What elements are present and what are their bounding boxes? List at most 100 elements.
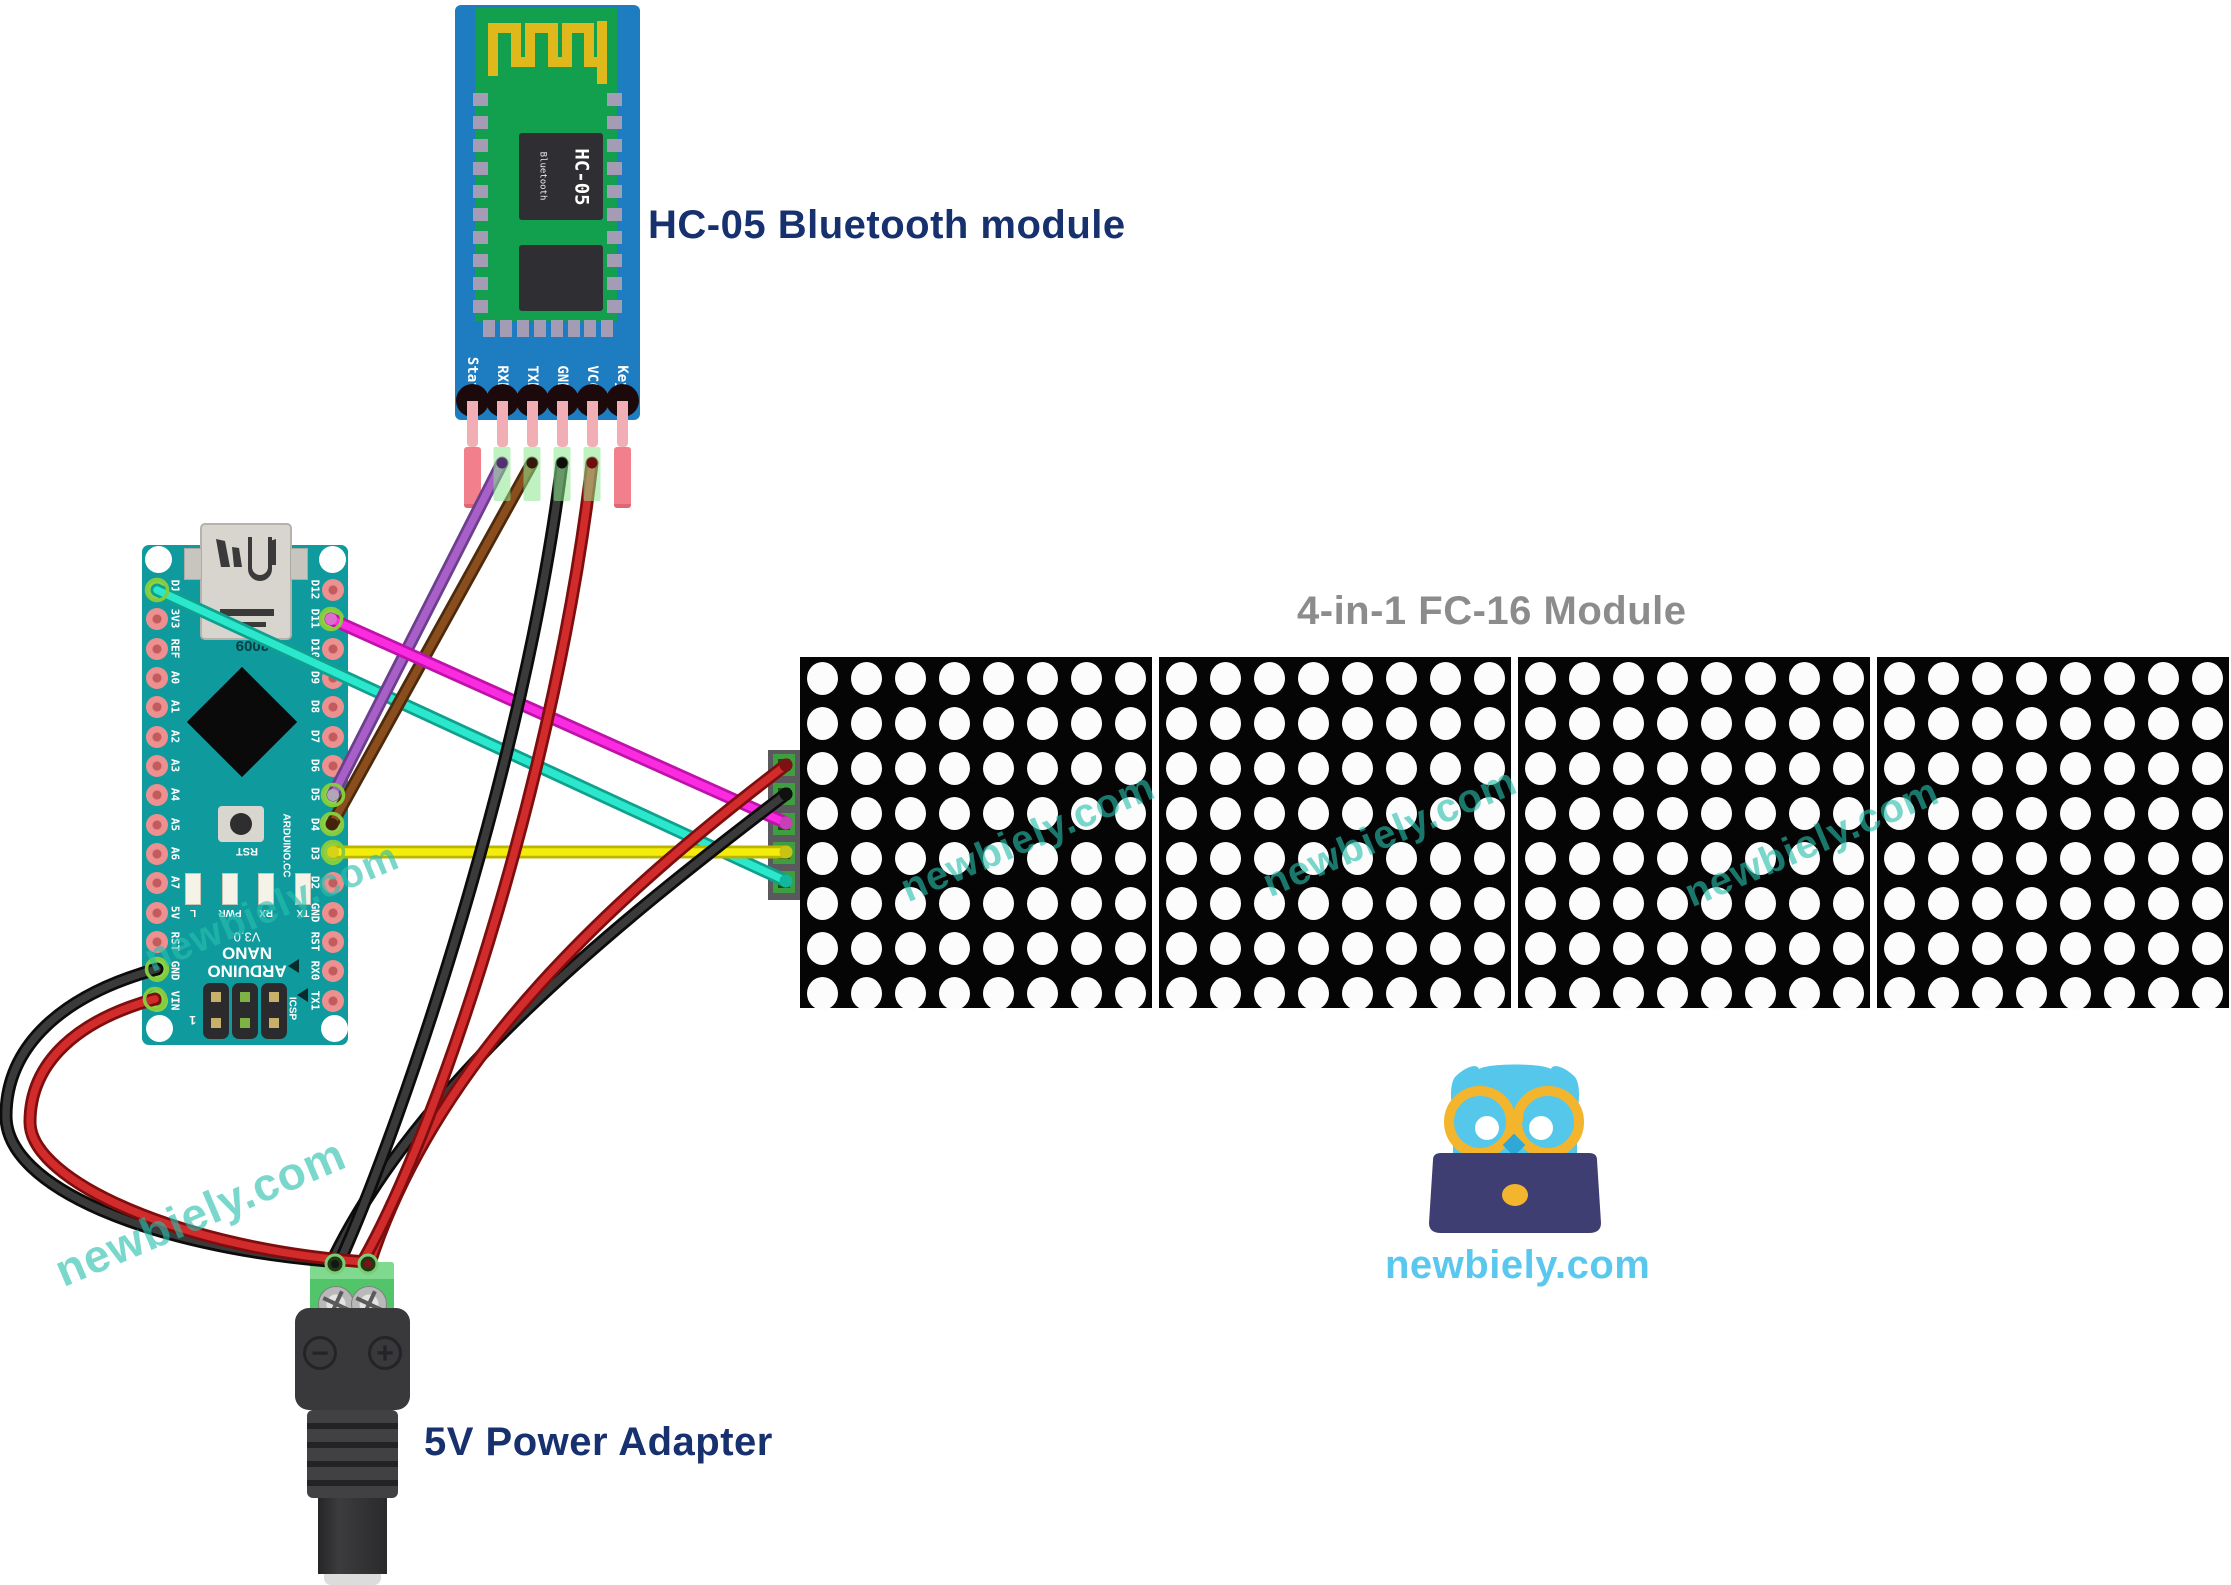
led-dot [1297, 661, 1329, 695]
led-dot [938, 706, 970, 740]
led-dot [1700, 976, 1732, 1010]
led-dot [1209, 706, 1241, 740]
led-dot [1070, 841, 1102, 875]
nano-pin-a2 [146, 725, 168, 748]
wire-mx-gnd [327, 787, 793, 1264]
led-dot [1070, 931, 1102, 965]
led-dot [1253, 751, 1285, 785]
led-dot [1165, 841, 1197, 875]
led-dot [2103, 706, 2135, 740]
led-dot [1568, 886, 1600, 920]
led-dot [1832, 706, 1864, 740]
led-dot [2015, 976, 2047, 1010]
connector-pin [773, 841, 795, 864]
pin-header-stub [613, 447, 631, 508]
led-dot [2103, 886, 2135, 920]
led-dot [1209, 841, 1241, 875]
led-dot [1209, 931, 1241, 965]
pin-leg [556, 401, 568, 447]
led-dot [1656, 706, 1688, 740]
usb-contacts-icon [216, 537, 276, 627]
led-dot [1927, 841, 1959, 875]
led-dot [2147, 661, 2179, 695]
led-dot [1744, 886, 1776, 920]
solder-pad [607, 277, 622, 290]
led-dot [806, 796, 838, 830]
connector-pin [773, 812, 795, 835]
nano-pin-d4 [322, 813, 344, 836]
led-dot [1473, 976, 1505, 1010]
led-dot [1341, 841, 1373, 875]
led-dot [1070, 751, 1102, 785]
reset-label: RST [236, 845, 258, 857]
led-dot [894, 751, 926, 785]
led-dot [1788, 796, 1820, 830]
led-dot [850, 976, 882, 1010]
led-dot [982, 706, 1014, 740]
nano-pin-d7 [322, 725, 344, 748]
led-dot [2015, 796, 2047, 830]
reset-button [218, 806, 264, 842]
led-dot [982, 976, 1014, 1010]
hc05-chip: HC-05 Bluetooth [519, 133, 603, 220]
nano-pin-a0 [146, 666, 168, 689]
led-dot [1744, 976, 1776, 1010]
led-dot [1883, 841, 1915, 875]
led-dot [1070, 976, 1102, 1010]
solder-pad [567, 320, 580, 337]
led-dot [1070, 706, 1102, 740]
led-dot [1385, 931, 1417, 965]
led-dot [1788, 706, 1820, 740]
led-dot [982, 751, 1014, 785]
led-dot [1788, 931, 1820, 965]
led-dot [1568, 931, 1600, 965]
led-dot [2191, 931, 2223, 965]
led-dot [1253, 841, 1285, 875]
led-dot [1656, 841, 1688, 875]
led-dot [1883, 661, 1915, 695]
led-dot [850, 931, 882, 965]
led-dot [1656, 886, 1688, 920]
led-dot [2059, 976, 2091, 1010]
led-dot [1114, 661, 1146, 695]
led-dot [1971, 886, 2003, 920]
led-dot [1209, 976, 1241, 1010]
rx-arrow-icon [288, 959, 299, 973]
led-dot [1524, 886, 1556, 920]
led-dot [2103, 841, 2135, 875]
led-dot [2015, 706, 2047, 740]
barrel-jack [318, 1498, 387, 1574]
led-dot [2103, 931, 2135, 965]
nano-pin-d13 [146, 579, 168, 601]
led-dot [1883, 706, 1915, 740]
nano-pin-a6 [146, 842, 168, 865]
led-dot [2147, 706, 2179, 740]
pin-leg [466, 401, 478, 447]
led-dot [1165, 706, 1197, 740]
led-dot [2191, 751, 2223, 785]
led-dot [1209, 796, 1241, 830]
connector-pin [773, 871, 795, 894]
led-dot [1297, 706, 1329, 740]
led-dot [2059, 796, 2091, 830]
nano-pin-ref [146, 637, 168, 660]
led-dot [806, 841, 838, 875]
led-dot [1568, 706, 1600, 740]
solder-pad [473, 254, 488, 267]
nano-pin-5v [146, 901, 168, 924]
led-dot [1700, 931, 1732, 965]
solder-pad [601, 320, 614, 337]
led-dot [1297, 796, 1329, 830]
hc05-module-label: HC-05 Bluetooth module [648, 203, 1126, 247]
newbiely-logo: newbiely.com [1385, 1055, 1650, 1290]
solder-pad [473, 93, 488, 106]
led-dot [1524, 841, 1556, 875]
led-dot [2147, 976, 2179, 1010]
led-dot [806, 751, 838, 785]
led-dot [2147, 931, 2179, 965]
led-dot [806, 706, 838, 740]
led-dot [2059, 931, 2091, 965]
led-dot [850, 661, 882, 695]
led-dot [1744, 751, 1776, 785]
